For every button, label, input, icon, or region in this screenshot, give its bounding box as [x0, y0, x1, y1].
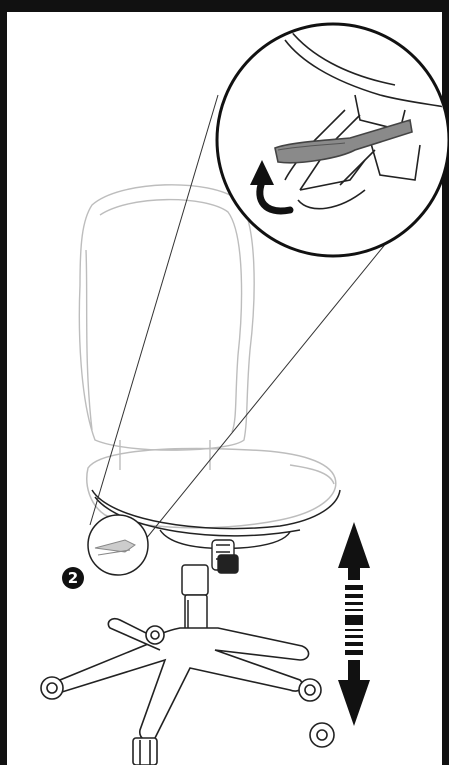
frame-left-bar	[0, 0, 7, 765]
chair-base	[57, 619, 309, 741]
lever-small-callout	[88, 515, 148, 575]
gas-cylinder	[182, 565, 208, 635]
lever-zoom-circle	[217, 24, 449, 256]
height-adjust-arrow-icon	[338, 522, 370, 726]
step-number-badge: 2	[62, 567, 84, 589]
frame-top-bar	[0, 0, 449, 12]
chair-backrest	[79, 185, 254, 470]
